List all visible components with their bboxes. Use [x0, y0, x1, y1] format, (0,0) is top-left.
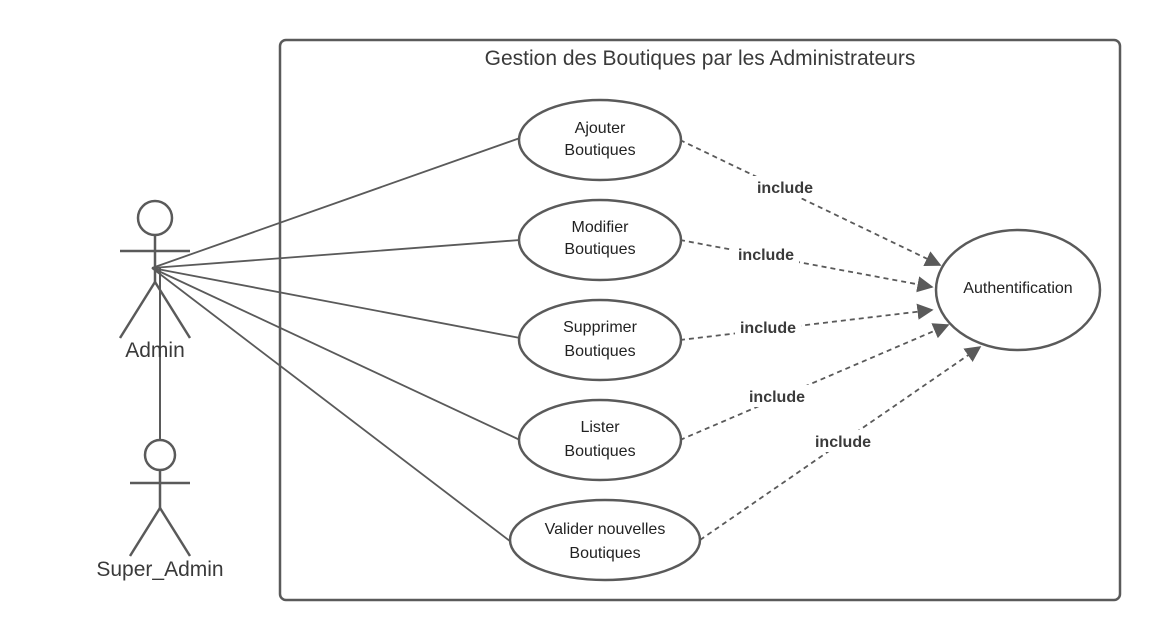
use-case-ajouter-line1: Ajouter [575, 120, 626, 137]
include-arrow-valider [699, 346, 982, 541]
include-label-ajouter: include [757, 180, 813, 197]
use-case-ajouter[interactable]: Ajouter Boutiques [517, 98, 683, 182]
include-label-modifier: include [738, 247, 794, 264]
include-arrow-modifier [679, 239, 934, 293]
use-case-ajouter-line2: Boutiques [564, 142, 635, 159]
use-case-valider-line2: Boutiques [569, 545, 640, 562]
actor-super-admin-label: Super_Admin [96, 558, 223, 581]
association-ajouter [151, 137, 521, 269]
association-valider [151, 267, 516, 546]
association-modifier [151, 239, 521, 269]
use-case-supprimer-line1: Supprimer [563, 319, 637, 336]
association-lister [151, 267, 521, 441]
associations [151, 137, 521, 546]
use-case-lister[interactable]: Lister Boutiques [517, 398, 683, 482]
include-label-valider: include [815, 434, 871, 451]
actor-admin[interactable] [118, 199, 192, 339]
actor-super-admin-head [143, 438, 177, 472]
include-relations [679, 139, 982, 541]
include-label-supprimer: include [740, 320, 796, 337]
include-labels: include include include include include [733, 176, 876, 452]
use-case-valider-line1: Valider nouvelles [545, 521, 666, 538]
include-label-lister: include [749, 389, 805, 406]
use-case-lister-line1: Lister [580, 419, 620, 436]
use-case-valider[interactable]: Valider nouvelles Boutiques [508, 498, 702, 582]
system-boundary [278, 38, 1122, 602]
system-title: Gestion des Boutiques par les Administra… [485, 47, 916, 70]
use-case-modifier[interactable]: Modifier Boutiques [517, 198, 683, 282]
use-case-supprimer[interactable]: Supprimer Boutiques [517, 298, 683, 382]
actor-admin-head [136, 199, 174, 237]
use-case-supprimer-line2: Boutiques [564, 343, 635, 360]
include-arrow-supprimer [679, 303, 934, 341]
actor-admin-label: Admin [125, 339, 185, 362]
actor-super-admin[interactable] [128, 438, 192, 557]
use-case-authentification[interactable]: Authentification [934, 228, 1102, 352]
include-arrow-ajouter [679, 139, 942, 266]
use-case-modifier-line1: Modifier [572, 219, 630, 236]
use-case-modifier-line2: Boutiques [564, 241, 635, 258]
use-case-lister-line2: Boutiques [564, 443, 635, 460]
include-arrow-lister [679, 323, 950, 441]
use-case-authentification-label: Authentification [963, 280, 1072, 297]
association-supprimer [151, 267, 521, 339]
